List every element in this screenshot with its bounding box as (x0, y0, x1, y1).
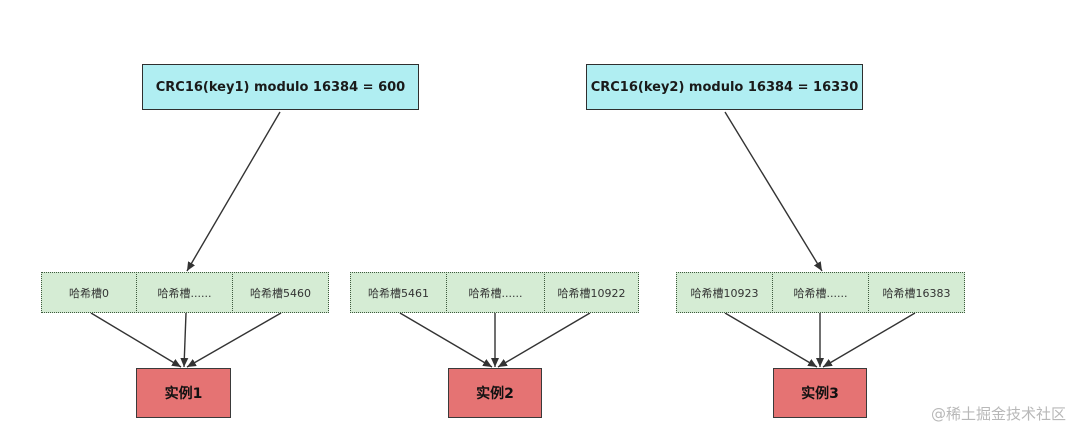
hash-slot: 哈希槽16383 (868, 272, 965, 313)
arrow-g2-s1 (399, 312, 493, 368)
hash-calc-key2: CRC16(key2) modulo 16384 = 16330 (586, 64, 863, 110)
arrow-g1-s1 (90, 312, 182, 368)
arrow-g2-s3 (497, 312, 591, 368)
hash-slot: 哈希槽5460 (232, 272, 329, 313)
hash-slot: 哈希槽5461 (350, 272, 447, 313)
hash-calc-key1: CRC16(key1) modulo 16384 = 600 (142, 64, 419, 110)
hash-slot: 哈希槽0 (41, 272, 137, 313)
arrow-key2-to-slot (724, 111, 823, 272)
hash-slot: 哈希槽...... (772, 272, 869, 313)
arrow-g1-s2 (180, 312, 189, 368)
arrow-g1-s3 (186, 312, 282, 368)
hash-slot: 哈希槽10922 (544, 272, 639, 313)
hash-slot: 哈希槽10923 (676, 272, 773, 313)
arrow-key1-to-slot (186, 111, 281, 272)
arrow-g3-s1 (724, 312, 818, 368)
watermark: @稀土掘金技术社区 (930, 405, 1066, 423)
hash-slot: 哈希槽...... (136, 272, 233, 313)
instance-node-3: 实例3 (773, 368, 867, 418)
instance-node-1: 实例1 (136, 368, 231, 418)
arrow-g3-s3 (822, 312, 916, 368)
instance-node-2: 实例2 (448, 368, 542, 418)
hash-slot: 哈希槽...... (446, 272, 545, 313)
